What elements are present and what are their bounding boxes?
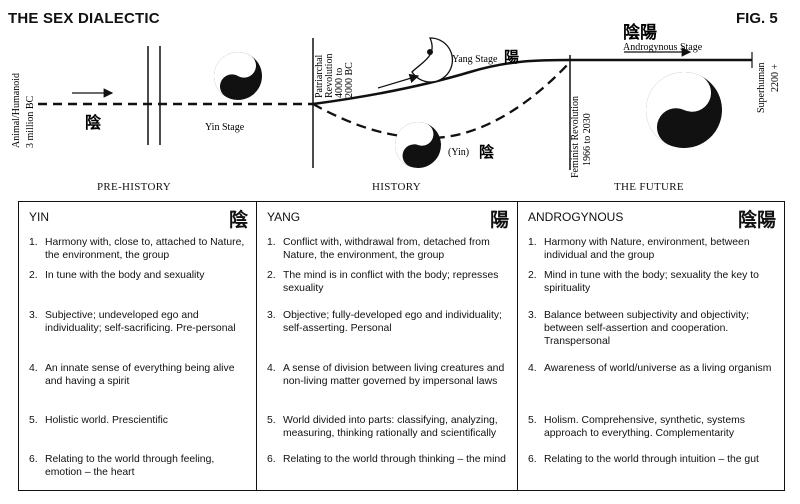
yin-item-5: 5. Holistic world. Prescientific <box>29 414 248 427</box>
yin-column: YIN 陰 1. Harmony with, close to, attached… <box>19 202 256 490</box>
item-text: Harmony with Nature, environment, betwee… <box>544 237 750 261</box>
yang-item-3: 3. Objective; fully-developed ego and ind… <box>267 309 509 335</box>
item-number: 1. <box>267 237 276 248</box>
item-text: World divided into parts: classifying, a… <box>283 415 498 439</box>
androgynous-heading-kanji: 陰陽 <box>737 209 776 231</box>
patriarchal-label-3: 4000 to <box>334 68 345 98</box>
yang-column: YANG 陽 1. Conflict with, withdrawal from,… <box>256 202 517 490</box>
page-title: THE SEX DIALECTIC <box>8 10 160 27</box>
patriarchal-label: Patriarchal Revolution 4000 to 2000 BC <box>314 54 355 98</box>
item-number: 5. <box>267 415 276 426</box>
yin-lower-kanji: 陰 <box>479 143 495 161</box>
figure-label: FIG. 5 <box>736 10 778 27</box>
era-future: THE FUTURE <box>614 181 684 193</box>
yang-kanji: 陽 <box>504 48 519 66</box>
item-number: 2. <box>267 270 276 281</box>
yang-rising-curve <box>312 58 571 106</box>
yin-kanji: 陰 <box>85 113 102 132</box>
androgynous-heading: ANDROGYNOUS <box>528 210 624 224</box>
item-number: 3. <box>528 310 537 321</box>
item-text: Relating to the world through intuition … <box>544 454 759 465</box>
left-axis-label-1: Animal/Humanoid <box>11 73 22 148</box>
item-text: The mind is in conflict with the body; r… <box>283 270 499 294</box>
yin-item-4: 4. An innate sense of everything being al… <box>29 362 248 388</box>
feminist-label-2: 1966 to 2030 <box>582 113 593 166</box>
yin-symbol-icon <box>205 43 271 109</box>
comparison-table: YIN 陰 1. Harmony with, close to, attached… <box>18 201 785 491</box>
item-number: 6. <box>29 454 38 465</box>
yin-stage-label: Yin Stage <box>205 122 245 133</box>
androgynous-item-6: 6. Relating to the world through intuitio… <box>528 453 776 466</box>
androgynous-column: ANDROGYNOUS 陰陽 1. Harmony with Nature, en… <box>517 202 784 490</box>
item-text: Harmony with, close to, attached to Natu… <box>45 237 245 261</box>
era-history: HISTORY <box>372 181 421 193</box>
item-text: Awareness of world/universe as a living … <box>544 363 772 374</box>
androgynous-kanji: 陰陽 <box>623 22 657 43</box>
item-text: In tune with the body and sexuality <box>45 270 205 281</box>
yang-item-4: 4. A sense of division between living cre… <box>267 362 509 388</box>
item-text: Subjective; undeveloped ego and individu… <box>45 310 236 334</box>
patriarchal-label-2: Revolution <box>324 54 335 98</box>
yin-heading-kanji: 陰 <box>228 209 248 231</box>
item-text: Holistic world. Prescientific <box>45 415 168 426</box>
item-number: 4. <box>267 363 276 374</box>
androgynous-stage-label: Androgynous Stage <box>623 42 703 53</box>
item-number: 6. <box>528 454 537 465</box>
item-text: An innate sense of everything being aliv… <box>45 363 235 387</box>
item-number: 1. <box>29 237 38 248</box>
yang-item-1: 1. Conflict with, withdrawal from, detach… <box>267 236 509 262</box>
yang-arrow <box>377 73 420 89</box>
androgynous-item-1: 1. Harmony with Nature, environment, betw… <box>528 236 776 262</box>
superhuman-label-2: 2200 + <box>770 64 781 93</box>
yin-heading: YIN <box>29 210 50 224</box>
yin-item-2: 2. In tune with the body and sexuality <box>29 269 248 282</box>
item-number: 3. <box>267 310 276 321</box>
yin-item-3: 3. Subjective; undeveloped ego and indivi… <box>29 309 248 335</box>
androgynous-item-5: 5. Holism. Comprehensive, synthetic, syst… <box>528 414 776 440</box>
yang-heading-kanji: 陽 <box>489 209 509 231</box>
androgynous-item-2: 2. Mind in tune with the body; sexuality … <box>528 269 776 295</box>
item-number: 6. <box>267 454 276 465</box>
era-prehistory: PRE-HISTORY <box>97 181 171 193</box>
item-number: 2. <box>528 270 537 281</box>
item-text: A sense of division between living creat… <box>283 363 505 387</box>
superhuman-label-1: Superhuman <box>756 62 767 113</box>
patriarchal-label-4: 2000 BC <box>344 62 355 98</box>
sex-dialectic-diagram: Animal/Humanoid 3 million BC 陰 Yin Stage… <box>11 22 781 178</box>
yang-item-2: 2. The mind is in conflict with the body;… <box>267 269 509 295</box>
item-text: Conflict with, withdrawal from, detached… <box>283 237 490 261</box>
androgynous-item-4: 4. Awareness of world/universe as a livin… <box>528 362 776 375</box>
patriarchal-label-1: Patriarchal <box>314 54 325 98</box>
yang-symbol-icon <box>411 37 454 83</box>
item-number: 5. <box>29 415 38 426</box>
item-number: 4. <box>528 363 537 374</box>
yang-item-6: 6. Relating to the world through thinking… <box>267 453 509 466</box>
item-text: Relating to the world through feeling, e… <box>45 454 215 478</box>
androgynous-item-3: 3. Balance between subjectivity and objec… <box>528 309 776 348</box>
item-number: 5. <box>528 415 537 426</box>
yang-item-5: 5. World divided into parts: classifying,… <box>267 414 509 440</box>
yin-lower-symbol-icon <box>388 115 448 175</box>
yang-heading: YANG <box>267 210 301 224</box>
yin-item-6: 6. Relating to the world through feeling,… <box>29 453 248 479</box>
left-axis-label-2: 3 million BC <box>25 95 36 148</box>
item-text: Balance between subjectivity and objecti… <box>544 310 750 347</box>
androgynous-symbol-icon <box>633 59 735 161</box>
item-text: Relating to the world through thinking –… <box>283 454 506 465</box>
yin-item-1: 1. Harmony with, close to, attached to Na… <box>29 236 248 262</box>
yang-stage-label: Yang Stage <box>452 54 498 65</box>
item-text: Objective; fully-developed ego and indiv… <box>283 310 502 334</box>
item-number: 2. <box>29 270 38 281</box>
feminist-label-1: Feminist Revolution <box>570 96 581 178</box>
item-number: 4. <box>29 363 38 374</box>
yin-lower-label: (Yin) <box>448 147 469 158</box>
item-number: 1. <box>528 237 537 248</box>
item-text: Holism. Comprehensive, synthetic, system… <box>544 415 745 439</box>
item-number: 3. <box>29 310 38 321</box>
item-text: Mind in tune with the body; sexuality th… <box>544 270 759 294</box>
